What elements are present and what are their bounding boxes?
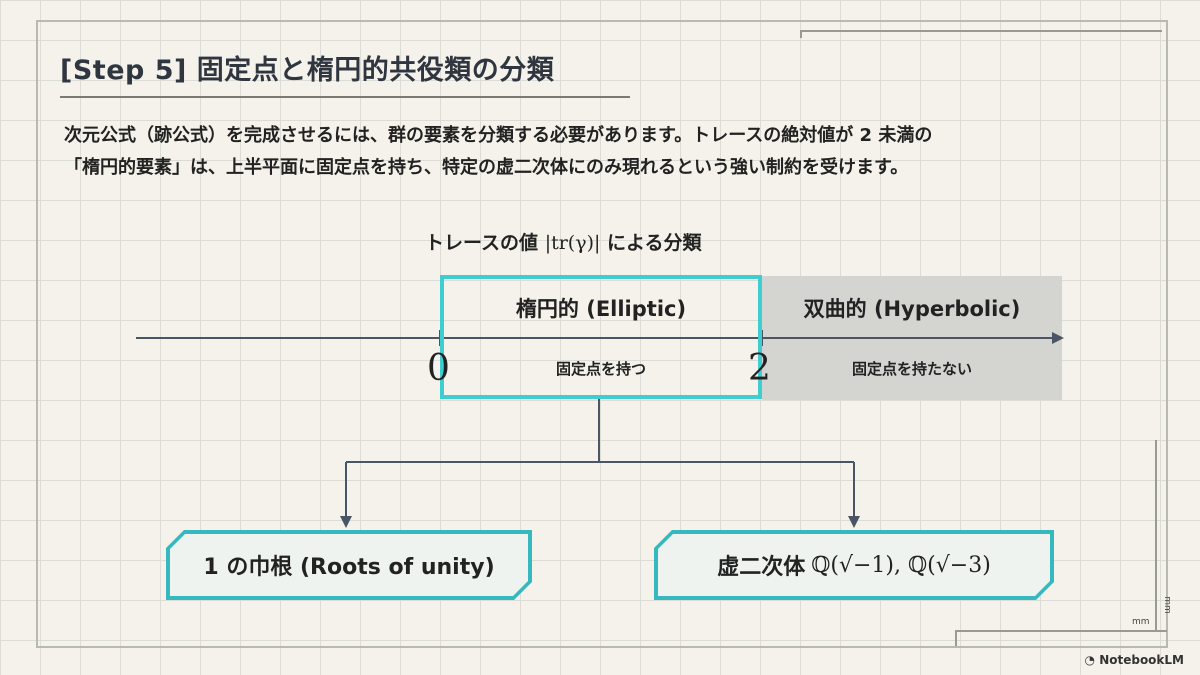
imaginary-quadratic-box: 虚二次体 ℚ(√−1), ℚ(√−3) (654, 530, 1054, 600)
notebooklm-logo-icon: ◔ (1084, 653, 1100, 667)
axis-title: トレースの値 |tr(γ)| による分類 (425, 228, 701, 255)
title-underline (60, 96, 630, 98)
hyperbolic-note: 固定点を持たない (851, 360, 972, 378)
elliptic-note: 固定点を持つ (555, 360, 646, 378)
roots-of-unity-box: 1 の巾根 (Roots of unity) (166, 530, 532, 600)
hyperbolic-label: 双曲的 (Hyperbolic) (803, 297, 1021, 321)
tick-label-two: 2 (748, 348, 771, 389)
scale-label-mm-vertical: mm (1161, 596, 1172, 614)
description: 次元公式（跡公式）を完成させるには、群の要素を分類する必要があります。トレースの… (64, 120, 1144, 184)
axis-title-prefix: トレースの値 (425, 232, 539, 254)
imaginary-quadratic-math: ℚ(√−1), ℚ(√−3) (811, 552, 991, 578)
page-title: [Step 5] 固定点と楕円的共役類の分類 (60, 55, 555, 86)
brand-watermark: ◔ NotebookLM (1085, 653, 1184, 667)
elliptic-region (440, 275, 762, 399)
frame-side-right (1155, 440, 1167, 630)
frame-corner-top (800, 30, 1162, 38)
imaginary-quadratic-content: 虚二次体 ℚ(√−1), ℚ(√−3) (658, 534, 1050, 596)
elliptic-label: 楕円的 (Elliptic) (515, 297, 687, 321)
description-line-1: 次元公式（跡公式）を完成させるには、群の要素を分類する必要があります。トレースの… (64, 125, 933, 146)
scale-label-mm: mm (1132, 617, 1150, 627)
tick-label-zero: 0 (427, 348, 450, 389)
axis-title-math: |tr(γ)| (544, 232, 601, 254)
description-line-2: 「楕円的要素」は、上半平面に固定点を持ち、特定の虚二次体にのみ現れるという強い制… (64, 157, 909, 178)
roots-of-unity-label: 1 の巾根 (Roots of unity) (170, 534, 528, 596)
brand-name: NotebookLM (1099, 653, 1184, 667)
frame-corner-bottom (955, 630, 1167, 646)
imaginary-quadratic-label: 虚二次体 (717, 555, 806, 580)
outer-frame (36, 20, 1168, 648)
axis-title-suffix: による分類 (607, 232, 702, 254)
